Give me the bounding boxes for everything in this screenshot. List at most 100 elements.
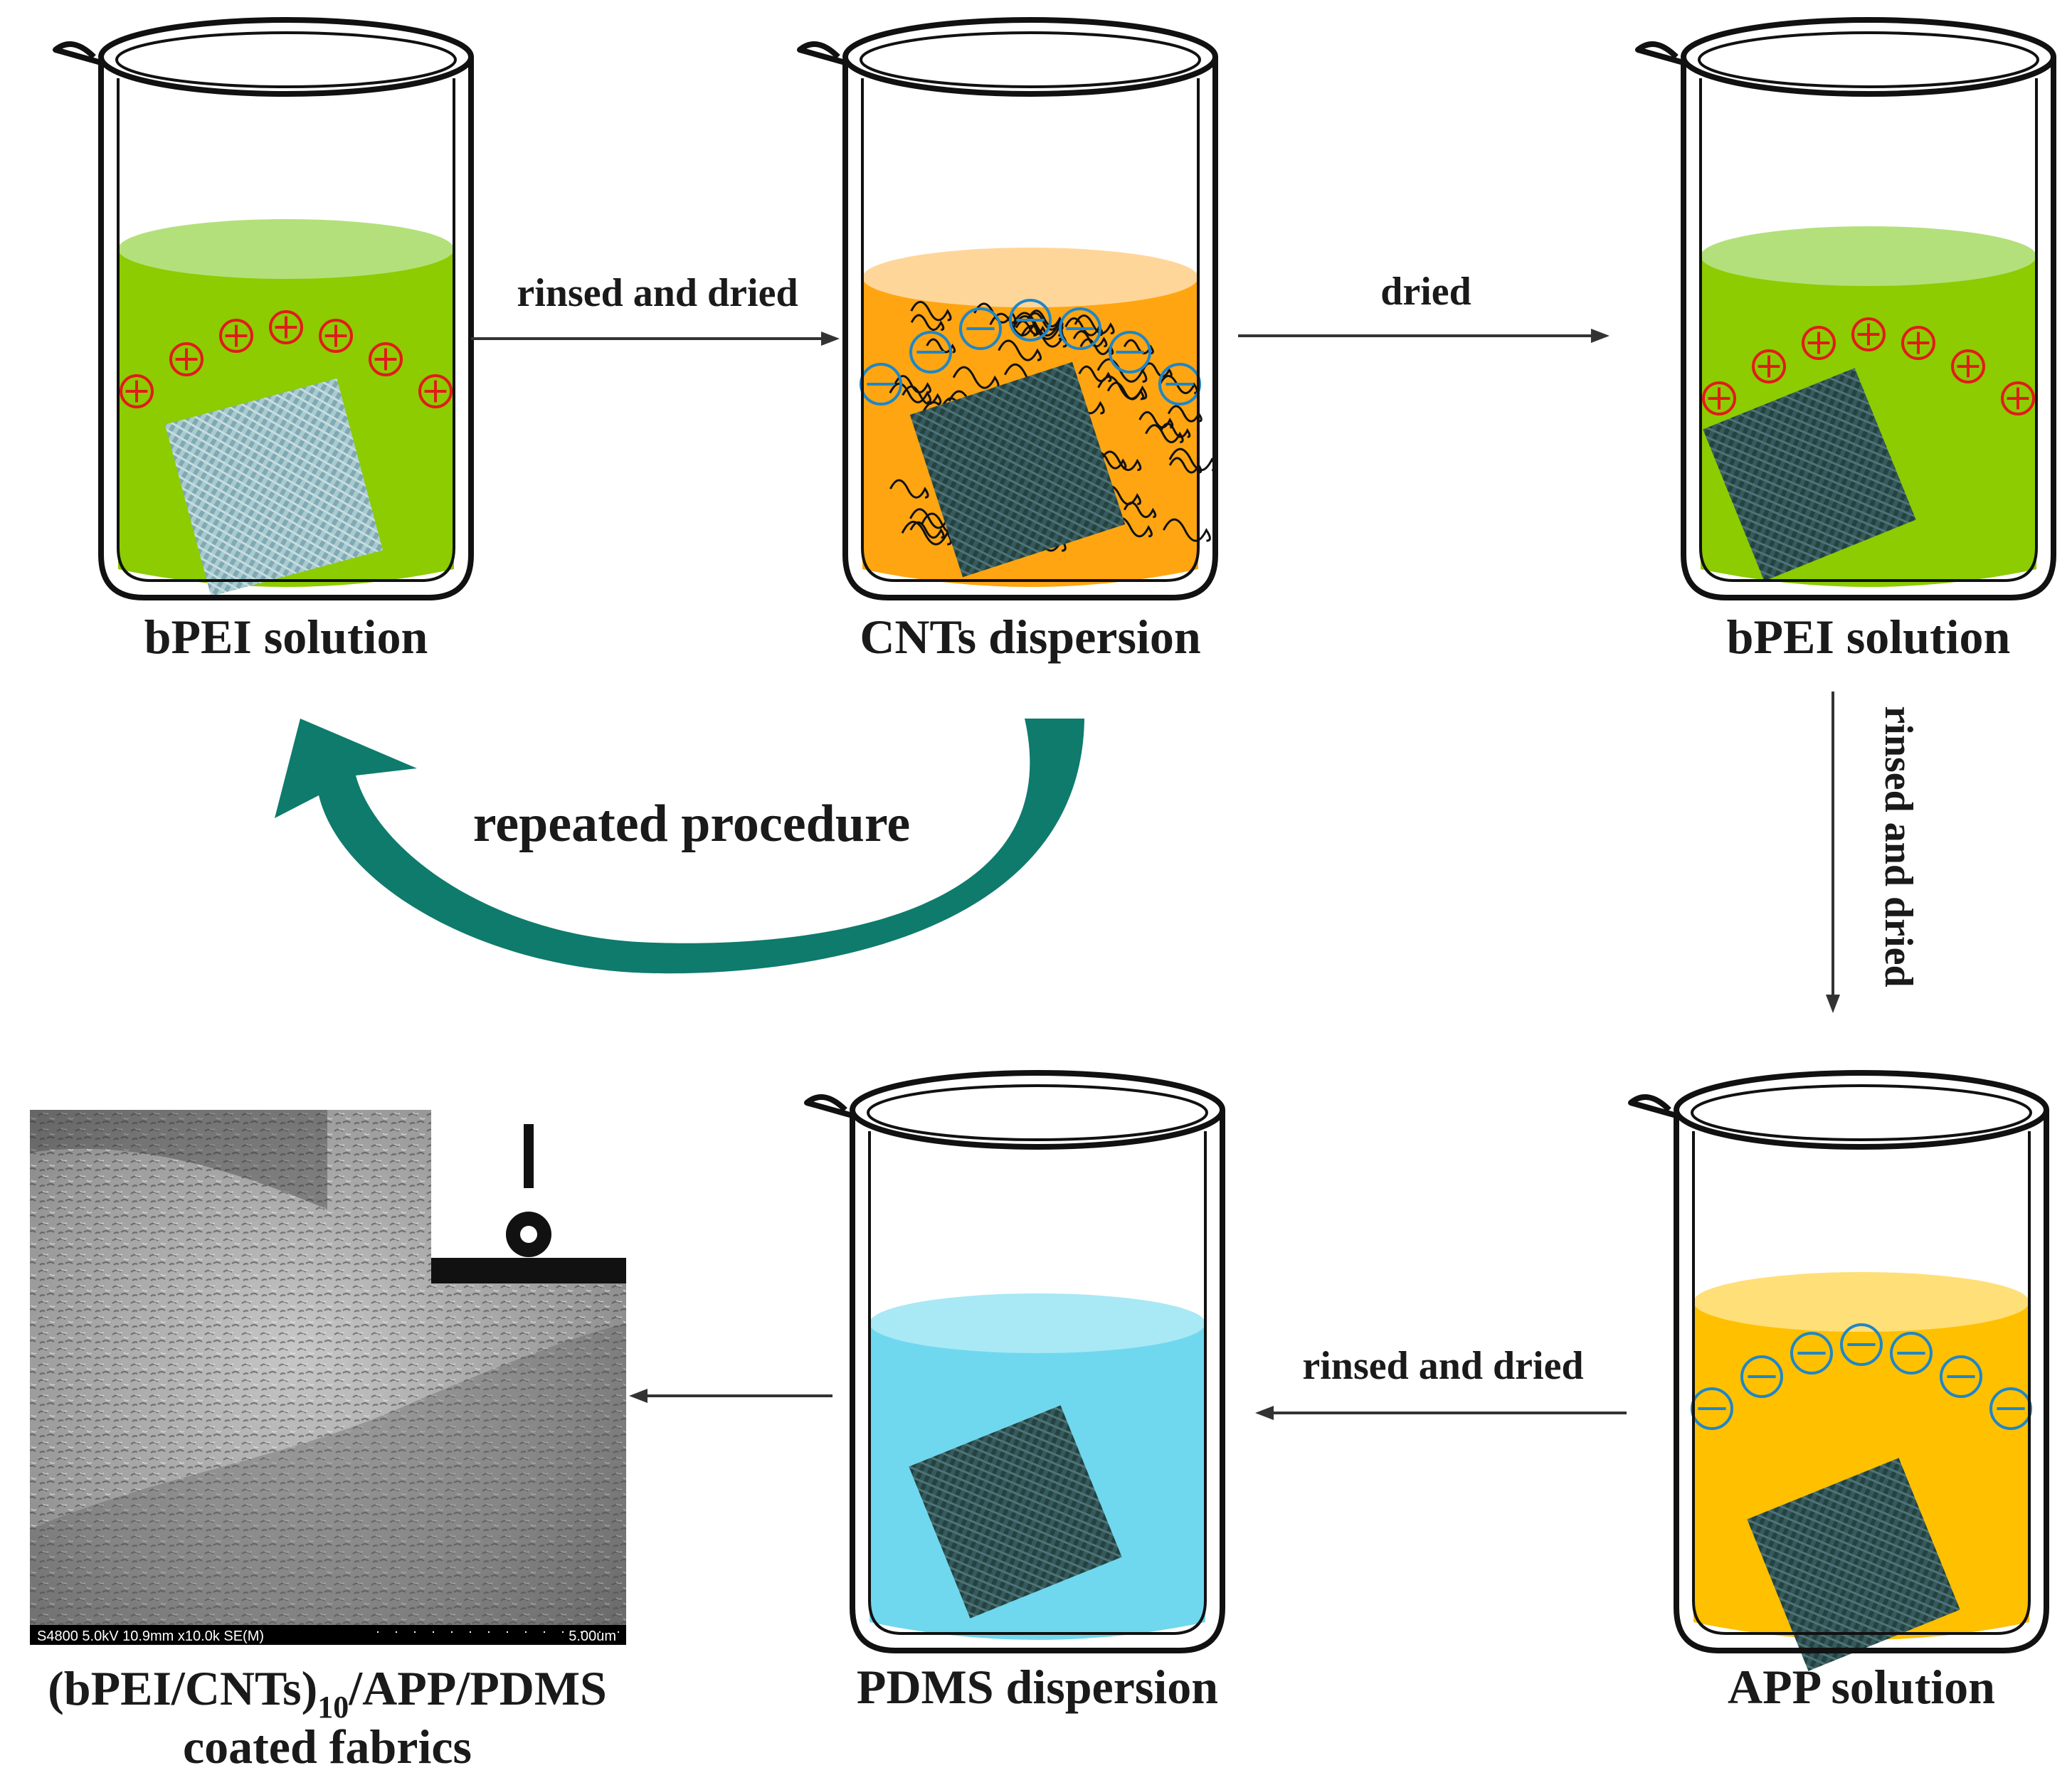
beaker-bpei-solution-1 <box>53 17 474 600</box>
charge-symbol <box>120 374 154 408</box>
cnt-strand <box>1079 338 1114 356</box>
beaker-rim <box>98 17 474 97</box>
beaker-glass <box>53 41 474 600</box>
beaker-inner-wall <box>1692 1131 2031 1635</box>
fabric-sample <box>1747 1458 1960 1671</box>
charge-symbol <box>1851 317 1886 351</box>
arrow-b4-to-result <box>629 1389 832 1403</box>
charge-symbol <box>1740 1355 1783 1398</box>
beaker-glass <box>804 1094 1225 1653</box>
cnt-strand <box>901 521 952 546</box>
beaker-pdms-dispersion <box>804 1070 1225 1653</box>
charge-symbol <box>1790 1332 1833 1375</box>
cnt-strand <box>1168 457 1202 474</box>
cnt-strand <box>1097 375 1148 400</box>
beaker-glass <box>1635 41 2056 600</box>
charge-symbol <box>1940 1355 1982 1398</box>
beaker-rim <box>1681 17 2056 97</box>
charge-symbol <box>959 307 1002 351</box>
beaker-rim-inner <box>860 31 1201 88</box>
result-tail: /APP/PDMS <box>348 1661 607 1715</box>
positive-charges <box>1702 317 2035 415</box>
charge-symbol <box>1901 326 1935 361</box>
beaker-bpei-solution-2 <box>1635 17 2056 600</box>
beaker-rim-inner <box>1691 1084 2032 1141</box>
charge-symbol <box>1752 349 1786 383</box>
charge-symbol <box>1951 349 1985 383</box>
beaker-rim <box>842 17 1218 97</box>
fabric-sample <box>909 361 1126 578</box>
liquid-surface <box>1693 1272 2029 1332</box>
label-beaker-2: CNTs dispersion <box>860 610 1200 664</box>
cnt-strand <box>902 385 942 406</box>
cnt-strand <box>910 300 952 322</box>
arrow-label-rinsed-2: rinsed and dried <box>1876 706 1920 987</box>
cnt-strand <box>926 338 956 354</box>
sem-scale-label: 5.00um <box>569 1629 616 1644</box>
fabric-sample <box>1703 368 1916 581</box>
liquid-surface <box>862 248 1198 307</box>
beaker-rim-inner <box>1698 31 2039 88</box>
arrow-b1-to-b2 <box>471 332 840 346</box>
repeated-procedure-label: repeated procedure <box>473 795 911 853</box>
beaker-rim-inner <box>867 1084 1208 1141</box>
cnt-strand <box>1145 424 1184 444</box>
charge-symbol <box>1840 1323 1883 1366</box>
cnt-strand <box>1162 518 1211 542</box>
cnt-strand <box>1167 405 1202 423</box>
charge-symbol <box>1059 307 1101 351</box>
water-contact-angle-inset <box>431 1110 626 1283</box>
label-beaker-4: PDMS dispersion <box>857 1660 1218 1714</box>
cnt-strand <box>1160 423 1191 438</box>
charge-symbol <box>269 310 303 344</box>
beaker-glass <box>797 41 1218 600</box>
charge-symbol <box>319 319 353 354</box>
charge-symbol <box>909 331 952 374</box>
cnt-strand <box>1012 312 1064 337</box>
arrow-b5-to-b4 <box>1255 1406 1627 1420</box>
charge-symbol <box>1702 381 1736 415</box>
cnt-strand <box>889 479 929 499</box>
cnt-strand <box>1096 358 1148 383</box>
result-label-line2: coated fabrics <box>183 1720 472 1774</box>
arrow-label-rinsed-3: rinsed and dried <box>1302 1344 1583 1388</box>
liquid-surface <box>870 1293 1205 1353</box>
cnt-strand <box>1025 312 1064 331</box>
negative-charges <box>860 299 1201 406</box>
liquid-surface <box>118 219 454 279</box>
beaker-app-solution <box>1628 1070 2049 1671</box>
beaker-rim <box>850 1070 1225 1150</box>
arrow-label-rinsed-1: rinsed and dried <box>517 271 798 315</box>
result-subscript: 10 <box>317 1690 349 1725</box>
beaker-inner-wall <box>861 78 1200 582</box>
arrow-label-dried: dried <box>1380 270 1471 314</box>
cnt-strand <box>1123 339 1154 355</box>
cnt-strand <box>909 521 945 539</box>
beaker-inner-wall <box>1699 78 2038 582</box>
charge-symbol <box>1009 299 1052 341</box>
positive-charges <box>120 310 453 408</box>
sem-micrograph: S4800 5.0kV 10.9mm x10.0k SE(M) 5.00um <box>30 1110 626 1645</box>
charge-symbol <box>1890 1332 1933 1375</box>
cnt-strand <box>910 314 945 332</box>
label-beaker-5: APP solution <box>1728 1660 1995 1714</box>
result-label-line1: (bPEI/CNTs)10/APP/PDMS <box>48 1661 607 1725</box>
charge-symbol <box>169 342 204 376</box>
charge-symbol <box>219 319 253 354</box>
beaker-glass <box>1628 1094 2049 1653</box>
cnt-strand <box>998 339 1042 361</box>
cnt-strand <box>1099 450 1142 472</box>
result-main: (bPEI/CNTs) <box>48 1661 317 1715</box>
cnt-strand <box>989 312 1038 337</box>
cnt-strand <box>952 366 1000 389</box>
repeated-procedure-arrow <box>275 719 1084 974</box>
charge-symbol <box>2001 381 2035 415</box>
negative-charges <box>1691 1323 2032 1430</box>
beaker-inner-wall <box>117 78 455 582</box>
cnt-strand <box>889 382 932 403</box>
beaker-rim <box>1674 1070 2049 1150</box>
charge-symbol <box>1109 331 1151 374</box>
beaker-rim-inner <box>115 31 457 88</box>
